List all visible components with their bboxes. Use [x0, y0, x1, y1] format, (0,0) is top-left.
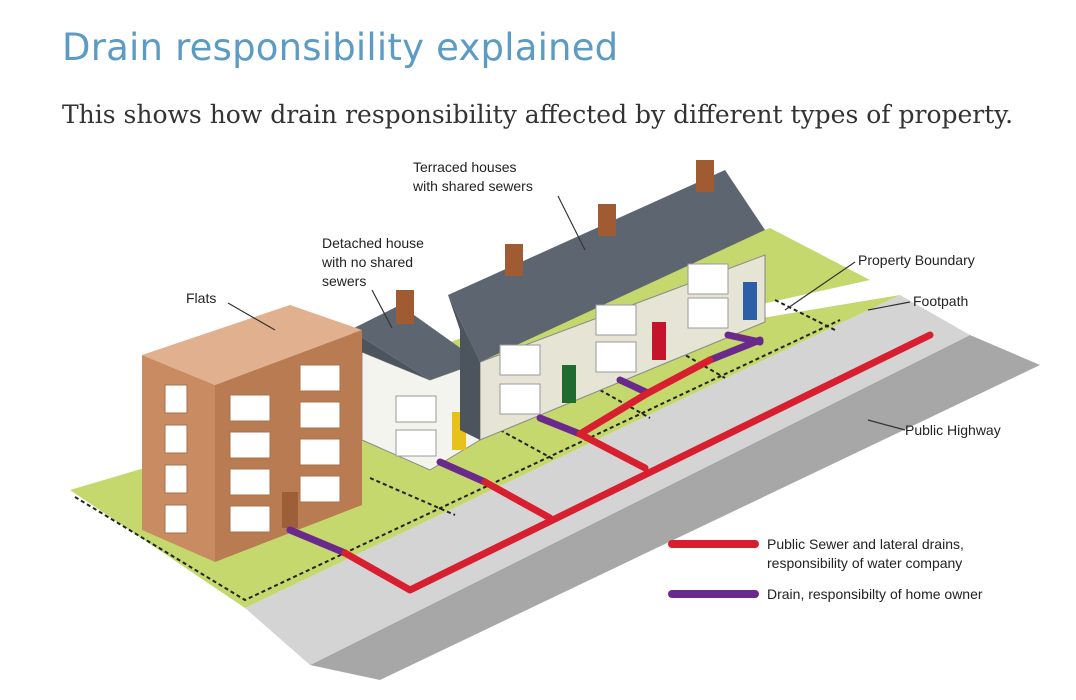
public-highway	[310, 335, 1040, 680]
home-drain-detached	[436, 458, 489, 486]
legend: Public Sewer and lateral drains, respons…	[668, 536, 983, 602]
terrace-window	[687, 297, 729, 329]
flats-window	[229, 468, 271, 496]
flats-window	[299, 401, 341, 429]
terraced-houses	[448, 160, 766, 441]
boundary-front	[74, 319, 841, 602]
flats-front-wall	[142, 355, 215, 562]
flats-window	[299, 475, 341, 503]
detached-house-roof	[350, 305, 480, 380]
page-subtitle: This shows how drain responsibility affe…	[62, 100, 1014, 129]
terrace-roof	[448, 170, 765, 362]
label-public-highway: Public Highway	[905, 422, 1001, 438]
terrace-green-door	[562, 365, 576, 403]
flats-window	[299, 438, 341, 466]
terrace-window	[595, 304, 637, 336]
flats-window	[299, 364, 341, 392]
public-sewers	[341, 331, 934, 594]
terrace-window	[687, 263, 729, 295]
label-detached-line3: sewers	[322, 273, 366, 289]
leader-public-highway	[867, 419, 906, 431]
terrace-chimney	[505, 244, 523, 276]
label-terraced-line1: Terraced houses	[413, 159, 517, 175]
home-drain-terrace-2	[616, 376, 652, 397]
boundary-detached-terrace	[499, 429, 556, 461]
leader-terraced	[557, 195, 586, 251]
label-footpath: Footpath	[913, 293, 968, 309]
flats-window	[229, 394, 271, 422]
boundary-flats-detached	[369, 477, 456, 516]
flats-window	[164, 424, 188, 454]
home-owner-drains	[286, 331, 764, 557]
flats-window	[164, 504, 188, 534]
label-property-boundary: Property Boundary	[858, 252, 975, 268]
flats-window	[164, 384, 188, 414]
label-flats: Flats	[186, 290, 216, 306]
detached-house-chimney	[396, 290, 414, 324]
leader-property-boundary	[784, 261, 856, 311]
detached-house-window	[395, 429, 437, 457]
leader-footpath	[867, 301, 911, 311]
terrace-window	[499, 344, 541, 376]
detached-house-roof-side	[350, 330, 430, 380]
terrace-blue-door	[743, 282, 757, 320]
flats-window	[229, 431, 271, 459]
terrace-red-door	[652, 322, 666, 360]
detached-house-window	[395, 395, 437, 423]
legend-public-sewer-line1: Public Sewer and lateral drains,	[767, 536, 964, 552]
boundary-terrace-2	[679, 351, 726, 379]
home-drain-terrace-1	[536, 414, 584, 438]
page-title: Drain responsibility explained	[62, 26, 619, 69]
home-drain-terrace-top	[724, 331, 764, 346]
flats-window	[229, 505, 271, 533]
public-sewer-main	[341, 331, 934, 594]
terrace-window	[499, 383, 541, 415]
terrace-roof-end	[448, 295, 480, 440]
flats-window	[164, 464, 188, 494]
terrace-chimney	[598, 204, 616, 236]
terrace-chimney	[696, 160, 714, 192]
legend-public-sewer-line2: responsibility of water company	[767, 555, 962, 571]
detached-house	[350, 290, 481, 471]
footpath	[245, 295, 970, 665]
label-detached-line1: Detached house	[322, 235, 424, 251]
label-terraced-line2: with shared sewers	[412, 178, 533, 194]
flats-block	[142, 305, 362, 562]
flats-door	[282, 492, 298, 528]
home-drain-flats	[286, 526, 349, 557]
leader-detached	[371, 289, 393, 329]
flats-roof	[142, 305, 362, 385]
lateral-drain-terrace	[576, 430, 649, 472]
shared-sewer-terrace	[576, 356, 714, 438]
terrace-window	[595, 341, 637, 373]
leader-lines	[227, 195, 911, 431]
leader-flats	[227, 302, 276, 331]
legend-home-drain: Drain, responsibilty of home owner	[767, 586, 983, 602]
label-detached-line2: with no shared	[321, 254, 413, 270]
lateral-drain-detached	[481, 478, 554, 522]
